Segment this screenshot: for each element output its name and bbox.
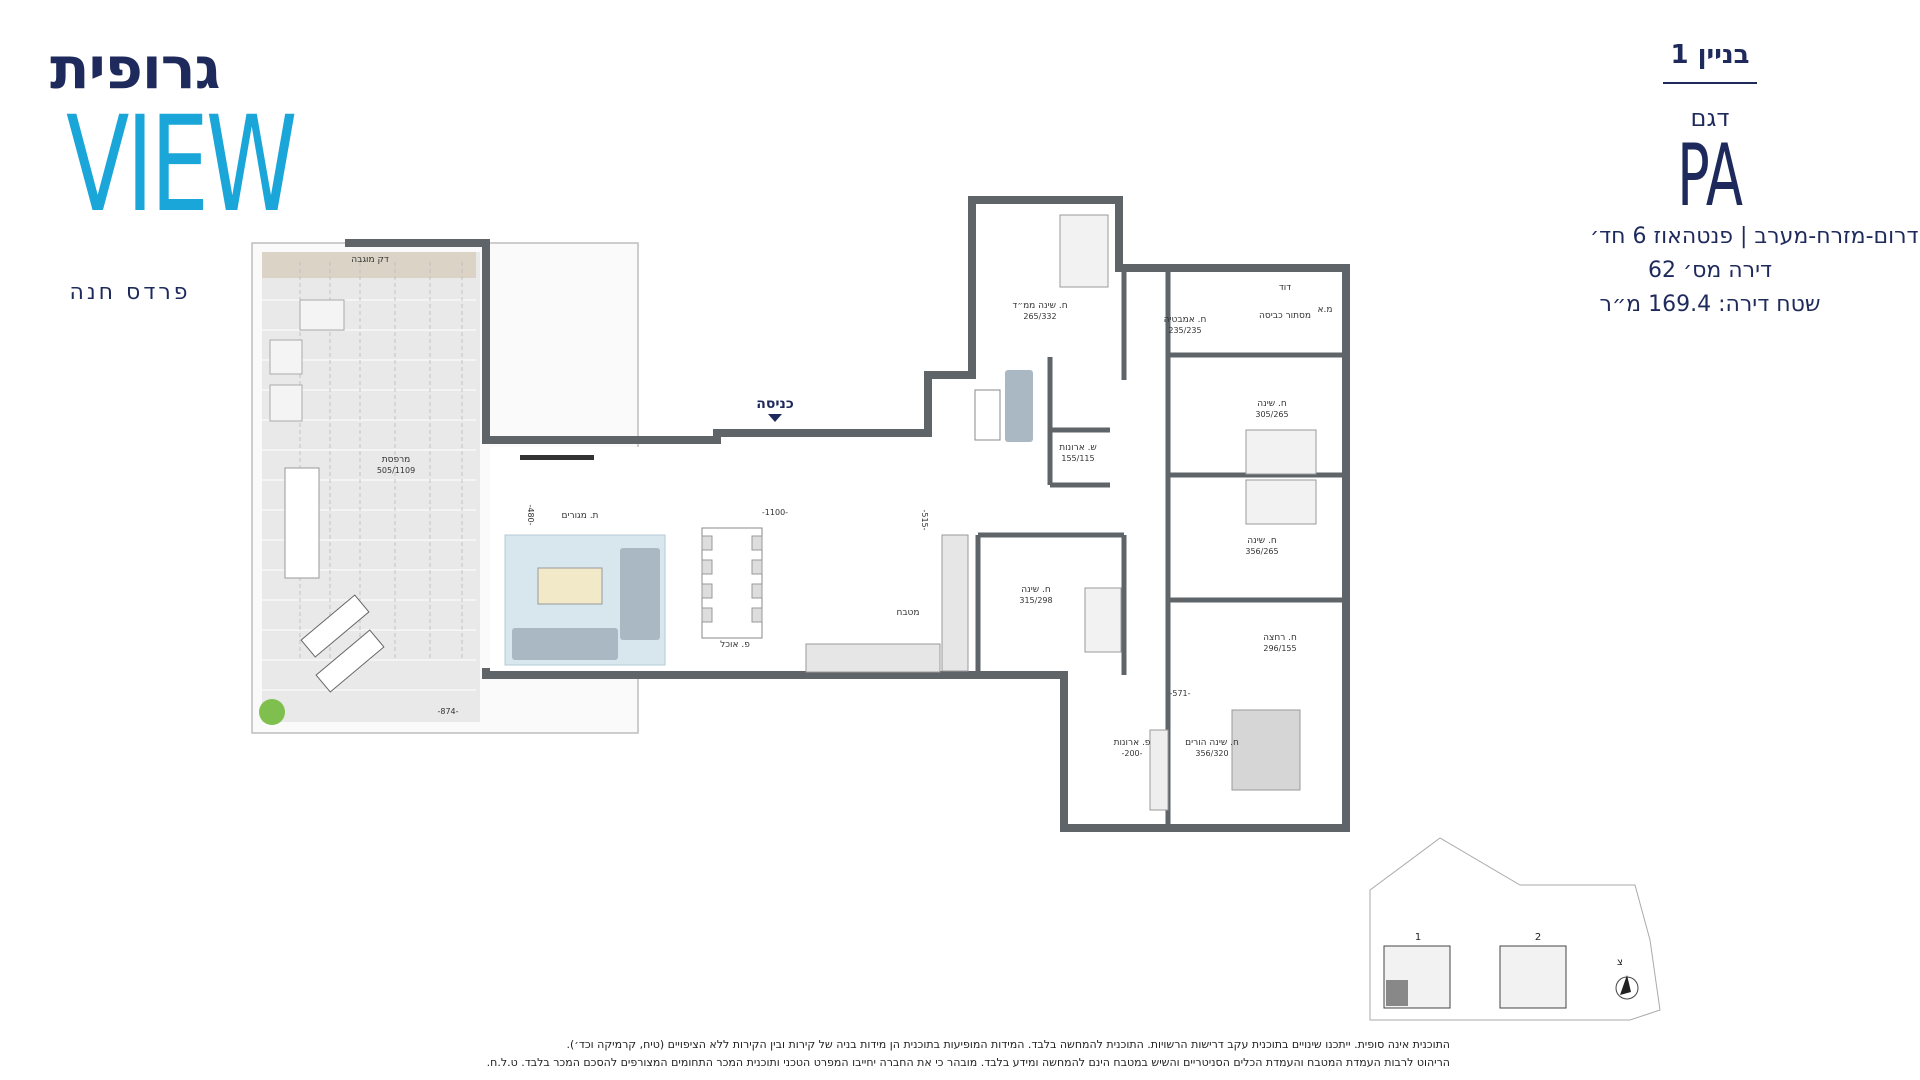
bedroom2-label: ח. שינה [1257,399,1287,409]
kitchen-counter [805,643,941,673]
master-dims: 356/320 [1195,749,1228,758]
building-2-marker [1499,945,1567,1009]
dim-515: -515- [920,509,929,530]
dim-874: -874- [437,707,458,716]
type-label: דגם [1690,104,1730,132]
plant-icon [259,699,285,725]
keyplan-building-2-label: 2 [1535,932,1541,943]
apartment-number: דירה מס׳ 62 [1647,258,1773,283]
ma-label: מ.א [1318,305,1333,315]
closet-label: ש. ארונות [1059,443,1097,453]
kitchen-label: מטבח [896,608,919,618]
brand-logo-subtitle: פרדס חנה [69,280,191,305]
apartment-area: שטח דירה: 169.4 מ״ר [1599,292,1821,317]
living-furniture [504,370,1033,673]
keyplan-building-1-label: 1 [1415,932,1421,943]
walkin-label: פ. ארונות [1114,738,1151,748]
mamad-label: ח. שינה ממ״ד [1012,301,1067,311]
bedroom2-dims: 305/265 [1255,410,1288,419]
shower-dims: 296/155 [1263,644,1296,653]
terrace-label: מרפסת [382,455,411,465]
dining-label: פ. אוכל [720,640,750,650]
entrance-label: כניסה [756,396,794,412]
living-label: ת. מגורים [562,511,599,521]
mamad-dims: 265/332 [1023,312,1056,321]
divider [1663,82,1757,84]
apartment-info-panel: בניין 1 דגם PA דרום-מזרח-מערב | פנטהאוז … [1590,40,1919,322]
bedroom3-dims: 356/265 [1245,547,1278,556]
type-code: PA [1677,126,1743,226]
building-label: בניין 1 [1670,40,1750,70]
outdoor-table [284,467,320,579]
entrance-arrow-icon [768,414,782,422]
terrace-dims: 505/1109 [377,466,415,475]
north-label: צ [1617,957,1623,968]
shower-label: ח. רחצה [1263,633,1297,643]
bedroom4-label: ח. שינה [1021,585,1051,595]
brand-logo-hebrew: גרופית [50,34,221,102]
disclaimer-line-2: הריהוט לרבות העמדת המטבח והעמדת הכלים הס… [486,1056,1450,1069]
walkin-dims: -200- [1121,749,1142,758]
pergola-label: דק מוגבה [351,255,389,265]
master-label: ח. שינה הורים [1185,738,1239,748]
dim-1100: -1100- [762,508,788,517]
bedroom-furniture [1059,214,1317,811]
key-plan: 1 2 צ [1369,837,1661,1021]
closet-dims: 155/115 [1061,454,1094,463]
boiler-label: דוד [1279,283,1291,293]
bath1-label: ח. אמבטיה [1164,315,1207,325]
bedroom4-dims: 315/298 [1019,596,1052,605]
dim-571: -571- [1169,689,1190,698]
disclaimer: התוכנית אינה סופית. ייתכנו שינויים בתוכנ… [430,1036,1450,1072]
bath1-dims: 235/235 [1168,326,1201,335]
dim-480: -480- [526,504,535,525]
disclaimer-line-1: התוכנית אינה סופית. ייתכנו שינויים בתוכנ… [566,1038,1451,1051]
bedroom3-label: ח. שינה [1247,536,1277,546]
laundry-label: מסתור כביסה [1259,311,1311,321]
